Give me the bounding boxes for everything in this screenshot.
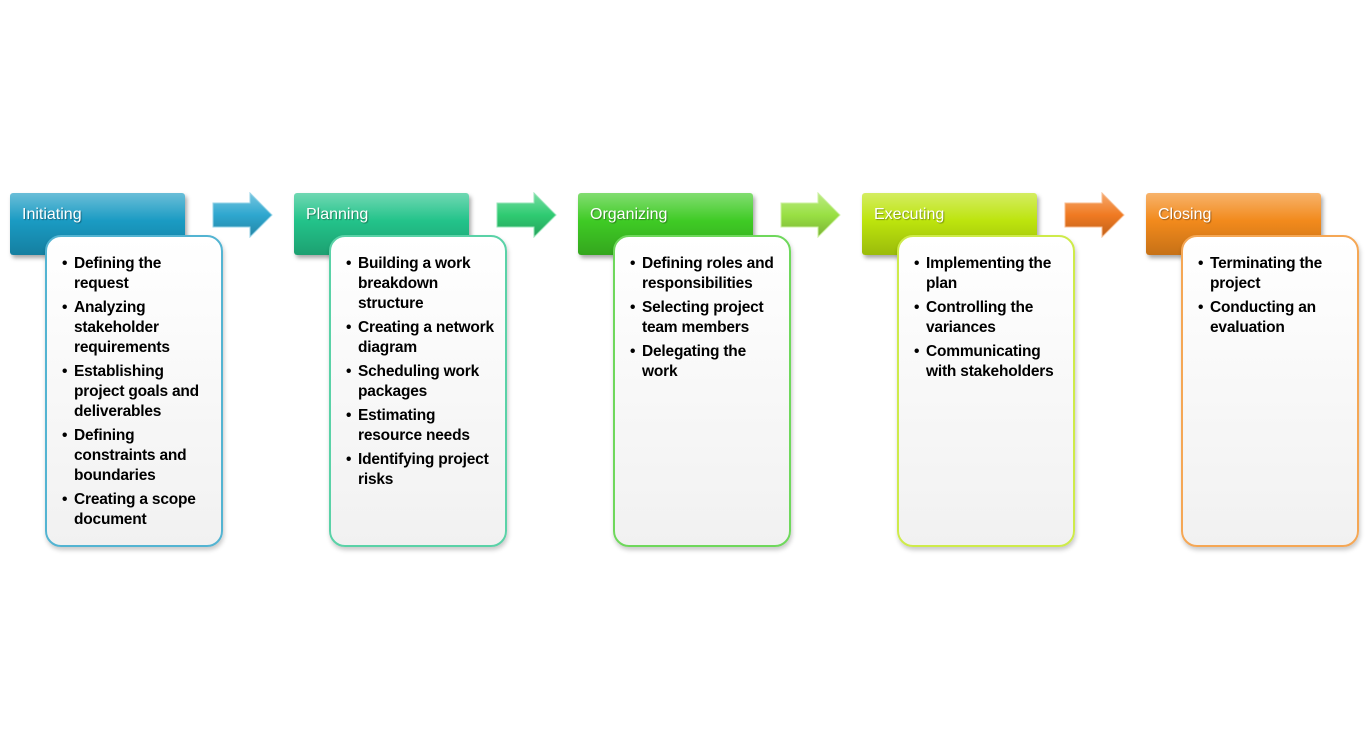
bullet-icon: • — [346, 407, 352, 424]
bullet-icon: • — [346, 255, 352, 272]
stage-title: Organizing — [590, 206, 668, 223]
task-text: Selecting project team members — [642, 299, 764, 336]
task-item: • Communicating with stakeholders — [914, 342, 1067, 382]
task-text: Terminating the project — [1210, 255, 1323, 292]
task-item: • Identifying project risks — [346, 450, 499, 490]
stage-organizing: Organizing • Defining roles and responsibi… — [578, 193, 798, 553]
task-item: • Building a work breakdown structure — [346, 254, 499, 314]
bullet-icon: • — [630, 343, 636, 360]
stage-executing: Executing • Implementing the plan • Controll… — [862, 193, 1082, 553]
stage-initiating: Initiating • Defining the request • Analyzin… — [10, 193, 230, 553]
task-text: Defining constraints and boundaries — [74, 427, 187, 484]
bullet-icon: • — [62, 363, 68, 380]
task-item: • Analyzing stakeholder requirements — [62, 298, 215, 358]
stage-title: Executing — [874, 206, 945, 223]
arrow-right-icon — [1064, 192, 1125, 238]
task-item: • Controlling the variances — [914, 298, 1067, 338]
stage-task-box: • Defining the request • Analyzing stakehol… — [45, 235, 223, 547]
task-text: Implementing the plan — [926, 255, 1052, 292]
task-text: Defining roles and responsibilities — [642, 255, 774, 292]
bullet-icon: • — [62, 299, 68, 316]
task-text: Creating a network diagram — [358, 319, 494, 356]
task-text: Scheduling work packages — [358, 363, 480, 400]
bullet-icon: • — [914, 255, 920, 272]
task-item: • Delegating the work — [630, 342, 783, 382]
bullet-icon: • — [914, 299, 920, 316]
bullet-icon: • — [630, 255, 636, 272]
task-text: Identifying project risks — [358, 451, 489, 488]
stage-title: Planning — [306, 206, 369, 223]
task-text: Creating a scope document — [74, 491, 196, 528]
stage-title: Closing — [1158, 206, 1212, 223]
task-item: • Creating a network diagram — [346, 318, 499, 358]
task-item: • Implementing the plan — [914, 254, 1067, 294]
stage-planning: Planning • Building a work breakdown struc… — [294, 193, 514, 553]
bullet-icon: • — [62, 491, 68, 508]
bullet-icon: • — [346, 363, 352, 380]
task-item: • Selecting project team members — [630, 298, 783, 338]
bullet-icon: • — [1198, 299, 1204, 316]
bullet-icon: • — [62, 427, 68, 444]
task-list: • Implementing the plan • Controlling the v… — [914, 254, 1067, 382]
task-item: • Creating a scope document — [62, 490, 215, 530]
task-item: • Defining constraints and boundaries — [62, 426, 215, 486]
task-item: • Defining the request — [62, 254, 215, 294]
stage-task-box: • Building a work breakdown structure • Cre… — [329, 235, 507, 547]
task-item: • Scheduling work packages — [346, 362, 499, 402]
bullet-icon: • — [346, 319, 352, 336]
bullet-icon: • — [630, 299, 636, 316]
task-text: Analyzing stakeholder requirements — [74, 299, 170, 356]
task-list: • Building a work breakdown structure • Cre… — [346, 254, 499, 490]
task-text: Establishing project goals and deliverab… — [74, 363, 199, 420]
task-text: Defining the request — [74, 255, 162, 292]
arrow-right-icon — [212, 192, 273, 238]
bullet-icon: • — [914, 343, 920, 360]
bullet-icon: • — [346, 451, 352, 468]
stage-closing: Closing • Terminating the project • Conducti… — [1146, 193, 1366, 553]
task-item: • Estimating resource needs — [346, 406, 499, 446]
task-text: Building a work breakdown structure — [358, 255, 471, 312]
task-text: Delegating the work — [642, 343, 746, 380]
task-item: • Defining roles and responsibilities — [630, 254, 783, 294]
arrow-right-icon — [496, 192, 557, 238]
bullet-icon: • — [62, 255, 68, 272]
task-text: Communicating with stakeholders — [926, 343, 1054, 380]
arrow-right-icon — [780, 192, 841, 238]
task-item: • Conducting an evaluation — [1198, 298, 1351, 338]
task-text: Conducting an evaluation — [1210, 299, 1316, 336]
stage-task-box: • Terminating the project • Conducting an e… — [1181, 235, 1359, 547]
task-list: • Defining roles and responsibilities • Sel… — [630, 254, 783, 382]
stage-task-box: • Implementing the plan • Controlling the v… — [897, 235, 1075, 547]
bullet-icon: • — [1198, 255, 1204, 272]
task-text: Controlling the variances — [926, 299, 1034, 336]
stage-task-box: • Defining roles and responsibilities • Sel… — [613, 235, 791, 547]
task-item: • Establishing project goals and delivera… — [62, 362, 215, 422]
stage-title: Initiating — [22, 206, 82, 223]
task-item: • Terminating the project — [1198, 254, 1351, 294]
task-list: • Defining the request • Analyzing stakehol… — [62, 254, 215, 530]
task-text: Estimating resource needs — [358, 407, 470, 444]
task-list: • Terminating the project • Conducting an e… — [1198, 254, 1351, 338]
